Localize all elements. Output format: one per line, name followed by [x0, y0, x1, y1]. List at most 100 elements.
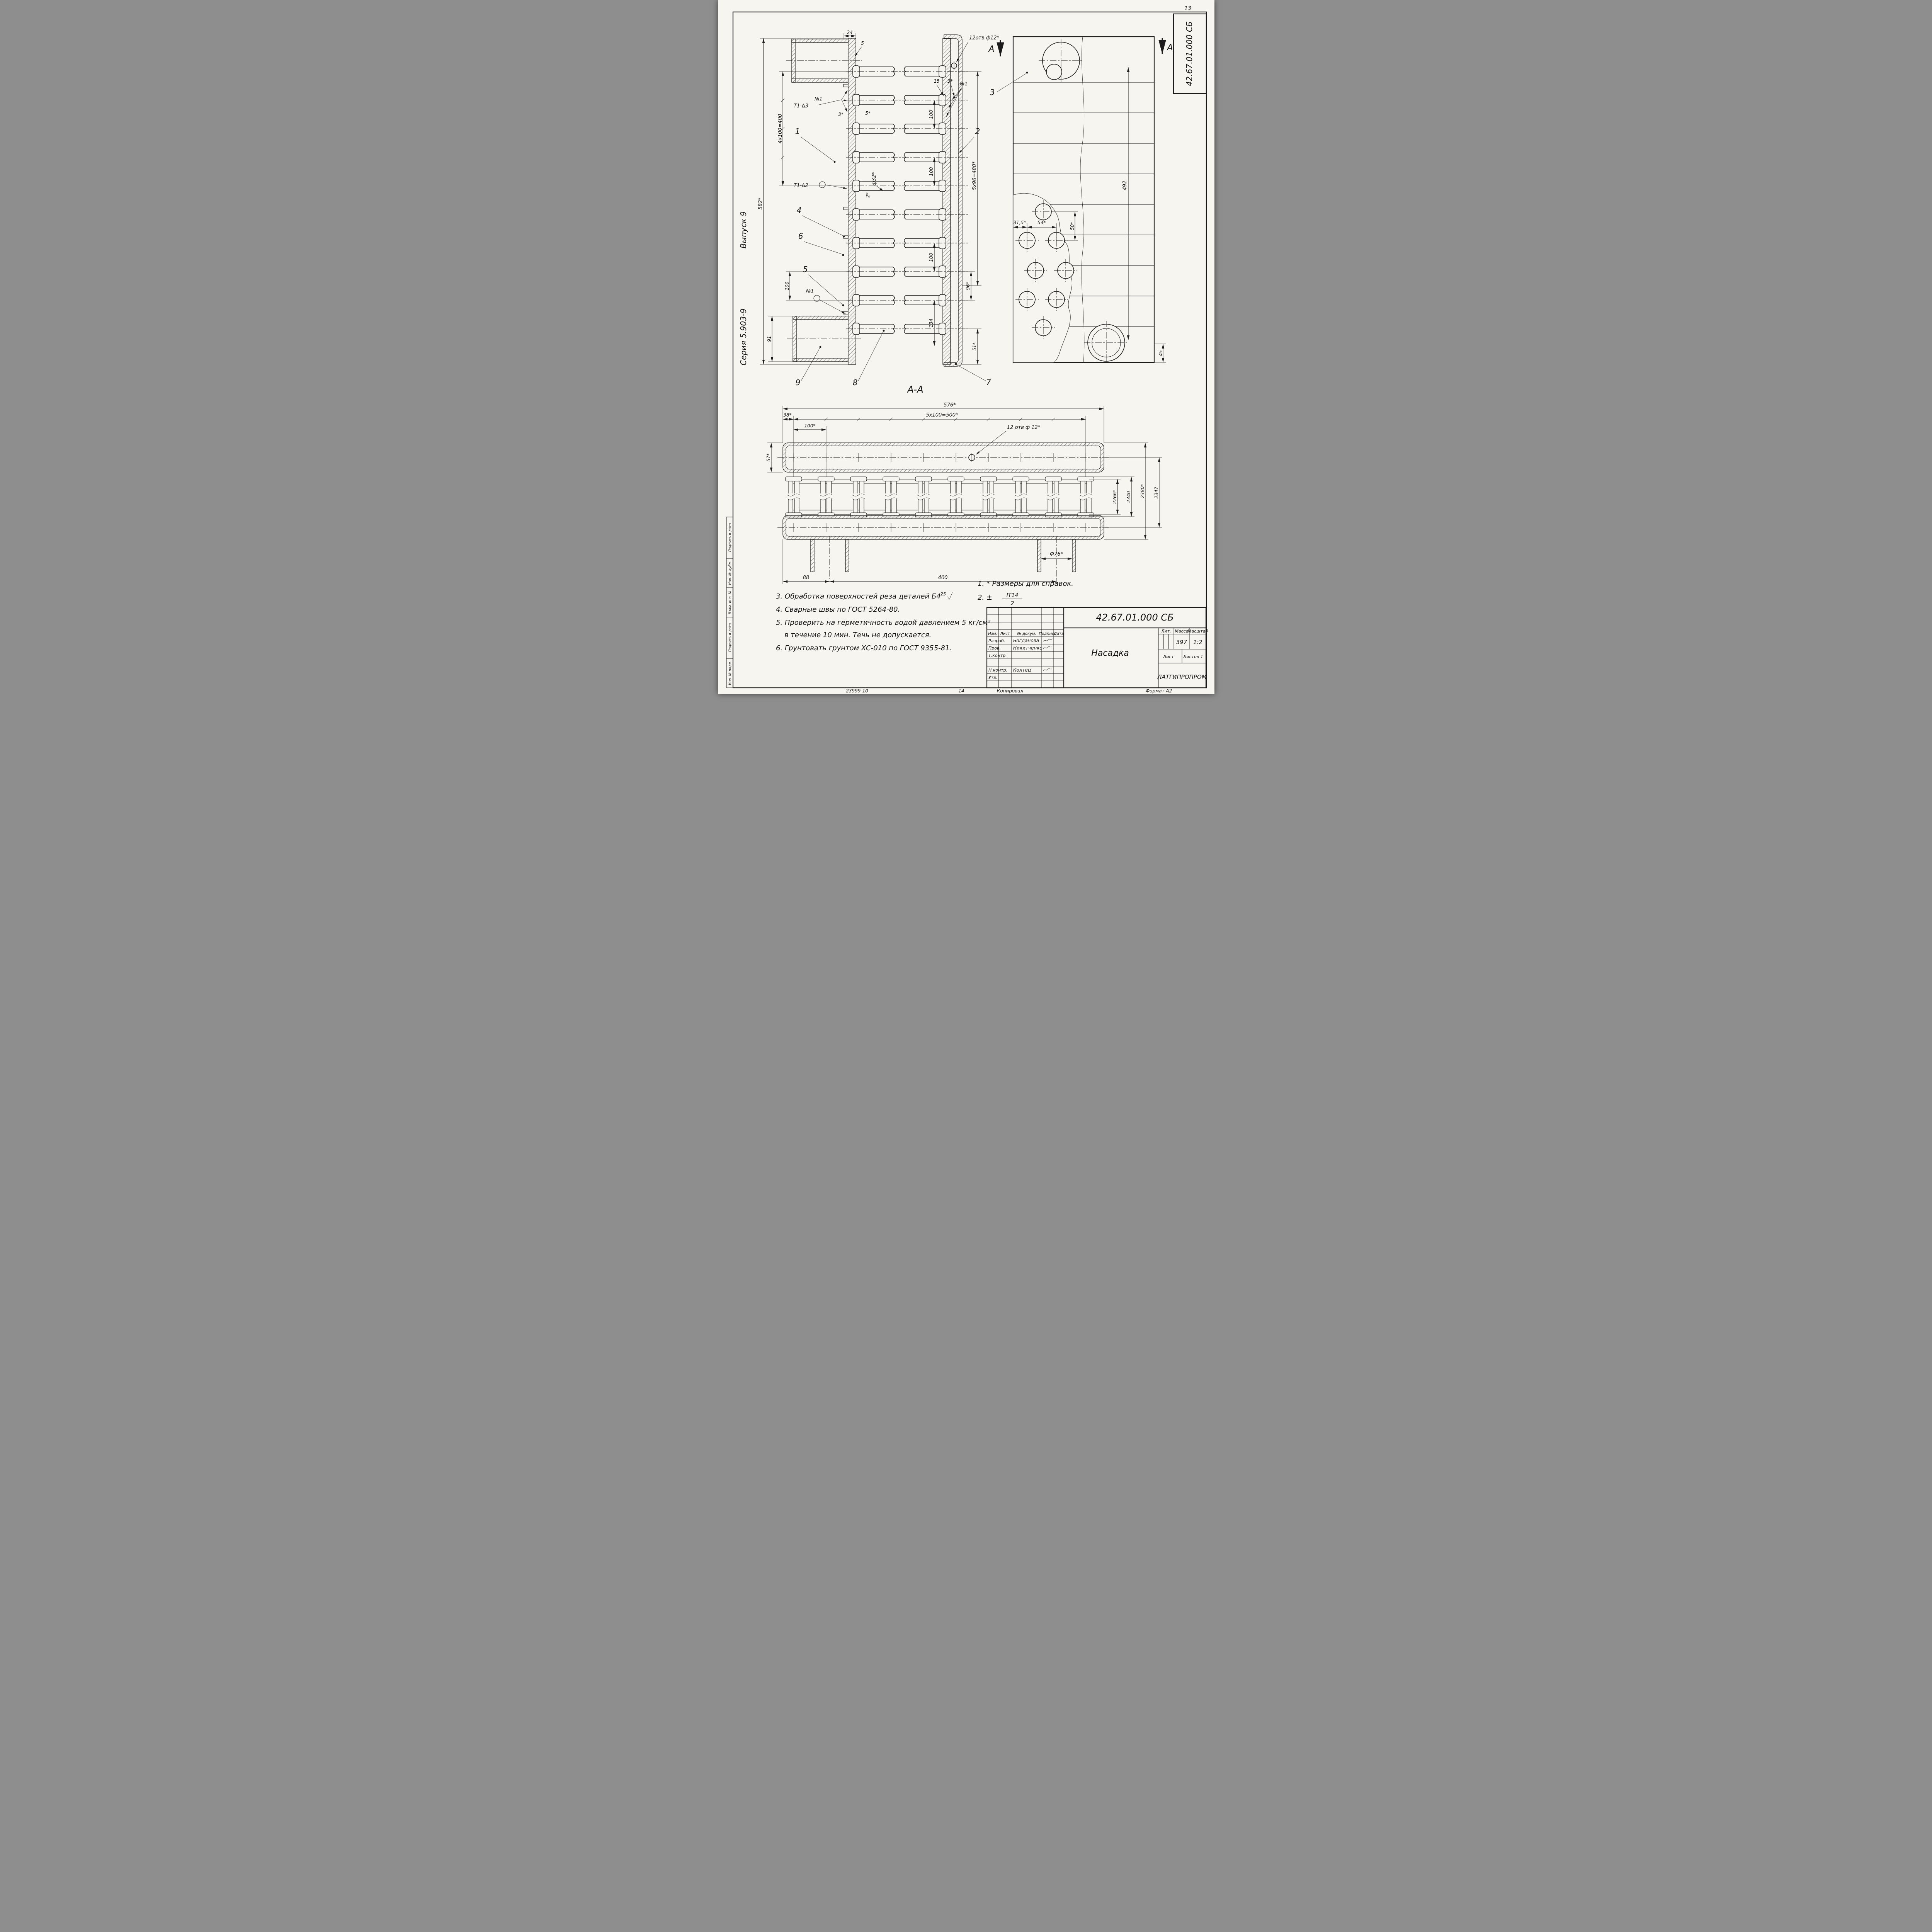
tb-sheet-label: Лист	[1163, 654, 1174, 659]
right-leg	[1037, 536, 1076, 579]
tb-role-nkontr: Н.контр.	[988, 668, 1007, 673]
cover-channel	[943, 34, 963, 367]
note-1: 1. * Размеры для справок.	[978, 580, 1073, 588]
note-6: 6. Грунтовать грунтом ХС-010 по ГОСТ 935…	[776, 644, 952, 652]
dim-5-mid: 5*	[865, 111, 871, 116]
dim-50: 50*	[1070, 222, 1075, 230]
holes-note-section: 12 отв ф 12*	[1007, 425, 1041, 430]
manhole-bottom	[1083, 321, 1129, 362]
footer-count: 14	[958, 688, 964, 694]
tb-mass-value: 397	[1176, 639, 1187, 646]
callout-2: 2	[975, 127, 980, 136]
top-nozzle-box	[786, 39, 862, 83]
weld-no1-mid: №1	[814, 96, 822, 102]
tb-mass-label: Масса	[1175, 629, 1188, 634]
tb-header-sign: Подпись	[1039, 632, 1056, 636]
dim-38: 38*	[783, 412, 791, 418]
dim-76: Ф76*	[1049, 551, 1063, 557]
section-letter-left: А	[988, 44, 994, 54]
tb-organization: ЛАТГИПРОПРОМ	[1157, 673, 1207, 680]
title-block: 42.67.01.000 СБ Насадка Лит. Масса Масшт…	[986, 607, 1208, 689]
dim-2347: 2347	[1154, 486, 1159, 498]
tb-name-nkontr: Колтец	[1013, 667, 1031, 673]
section-title: А-А	[906, 384, 923, 395]
dim-134: 134	[929, 319, 934, 328]
tb-role-razrab: Разраб.	[988, 638, 1005, 643]
break-line	[1080, 36, 1084, 363]
dim-5x100: 5x100=500*	[926, 412, 958, 418]
note-2-denominator: 2	[1010, 600, 1014, 607]
right-tube-sheet	[942, 38, 951, 365]
stamp-box: 42.67.01.000 СБ	[1173, 13, 1207, 94]
section-letter-right: А	[1166, 43, 1173, 53]
footer-format-label: Формат А2	[1145, 688, 1172, 694]
note-5-line2: в течение 10 мин. Течь не допускается.	[784, 631, 931, 639]
dim-100-r2: 100	[929, 167, 934, 176]
stamp-doc-number: 42.67.01.000 СБ	[1185, 21, 1194, 86]
dim-100-left: 100	[784, 281, 790, 290]
dim-2266: 2266*	[1112, 490, 1117, 504]
callout-5: 5	[803, 265, 808, 274]
dim-15: 15	[934, 78, 939, 84]
bottom-nozzle-box	[787, 316, 862, 362]
strip-label-2: Инв. № дубл.	[728, 561, 732, 585]
callout-1: 1	[795, 127, 800, 136]
dim-57: 57*	[766, 453, 771, 461]
tb-sheets-label: Листов 1	[1183, 654, 1203, 659]
callout-6: 6	[798, 231, 803, 241]
dim-91: 91	[767, 336, 772, 342]
signature	[1043, 639, 1052, 642]
tb-header-list: Лист	[1000, 632, 1010, 636]
dim-100: 100*	[804, 423, 815, 429]
weld-flag-t1d2: Т1-∆2	[794, 183, 808, 189]
note-5-line1: 5. Проверить на герметичность водой давл…	[776, 619, 990, 627]
dim-2380: 2380*	[1140, 484, 1145, 498]
dim-88: 88	[803, 575, 809, 581]
dim-5x96: 5x96=480*	[972, 161, 978, 190]
drawing-svg: 13 42.67.01.000 СБ Выпуск 9 Серия 5.903-…	[718, 0, 1214, 694]
note-2-prefix: 2. ±	[978, 594, 992, 602]
signature	[1043, 646, 1052, 649]
dim-576: 576*	[944, 402, 956, 408]
note-4: 4. Сварные швы по ГОСТ 5264-80.	[776, 605, 900, 614]
side-view: А А 3 492 31,5* 54* 50* 45	[988, 36, 1173, 363]
dim-31-5: 31,5*	[1013, 220, 1026, 225]
left-margin: Выпуск 9 Серия 5.903-9 Подпись и дата Ин…	[726, 211, 748, 688]
frame: 13	[732, 5, 1207, 689]
note-3-roughness-value: 25	[940, 592, 946, 597]
callout-3: 3	[990, 88, 995, 97]
tb-header-date: Дата	[1053, 632, 1064, 636]
weld-tab	[843, 84, 849, 87]
holes-note-front: 12отв.ф12*	[969, 35, 1000, 41]
sheet-footer: 23999-10 14 Копировал Формат А2	[846, 688, 1172, 694]
callout-7: 7	[986, 378, 991, 387]
dim-96: 96*	[965, 282, 971, 290]
page-number: 13	[1184, 5, 1191, 12]
callout-4: 4	[796, 206, 801, 215]
paper	[718, 0, 1214, 694]
dim-45: 45	[1158, 350, 1163, 356]
dim-2340: 2340	[1126, 491, 1131, 503]
weld-no1-top: №1	[959, 81, 967, 87]
dim-3-top: 3*	[947, 78, 953, 84]
dim-2: 2*	[865, 192, 871, 198]
series-label: Серия 5.903-9	[739, 308, 748, 366]
tb-name-prov: Никитченко	[1013, 645, 1043, 651]
tb-lit-label: Лит.	[1161, 629, 1171, 634]
dim-tube-dia: ф32*	[871, 172, 877, 185]
tb-scale-value: 1:2	[1193, 639, 1202, 646]
strip-label-3: Взам. инв. №	[728, 590, 732, 614]
shell-course-lines	[1013, 82, 1154, 327]
weld-tab	[843, 207, 849, 210]
dim-492: 492	[1122, 181, 1128, 190]
left-tube-sheet	[847, 38, 856, 365]
roughness-icon	[947, 592, 952, 600]
dim-400: 400	[938, 575, 947, 581]
strip-label-4: Подпись и дата	[728, 623, 732, 652]
dim-582: 582*	[758, 197, 764, 210]
left-leg	[810, 536, 849, 579]
footer-copied-label: Копировал	[997, 688, 1023, 694]
manhole-top	[1038, 39, 1083, 83]
tb-header-doc: № докум.	[1017, 632, 1036, 636]
callout-8: 8	[852, 378, 857, 387]
